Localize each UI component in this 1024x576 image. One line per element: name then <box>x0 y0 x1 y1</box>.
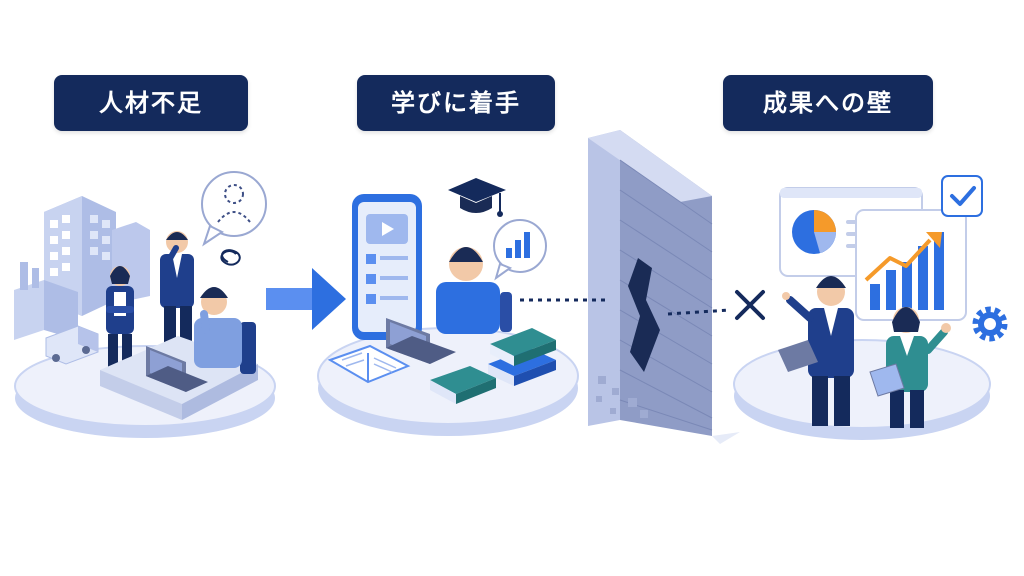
stage-label-shortage: 人材不足 <box>54 75 248 131</box>
person-silhouette-icon <box>217 184 251 223</box>
growth-chart <box>855 209 967 321</box>
panel-results-wall <box>733 175 1008 440</box>
wall-debris <box>596 376 648 418</box>
brick-wall-icon <box>588 130 740 444</box>
bar-chart-icon <box>493 219 547 281</box>
speech-bubble <box>201 171 267 247</box>
person-seated-thinking <box>194 287 256 374</box>
graduation-cap-icon <box>448 178 506 217</box>
dotted-connector-right <box>667 308 731 316</box>
truck-icon <box>45 325 99 365</box>
cross-icon <box>735 290 765 320</box>
person-woman-tablet <box>869 307 951 428</box>
stage-label-start-learning: 学びに着手 <box>357 75 555 131</box>
arrow-right-icon <box>266 268 346 330</box>
stage-label-results-wall: 成果への壁 <box>723 75 933 131</box>
confusion-scribble-icon <box>220 249 241 266</box>
person-man-pointing <box>778 276 854 426</box>
pie-chart-icon <box>792 210 836 254</box>
person-woman-arms-crossed <box>106 266 134 368</box>
checkmark-icon <box>941 175 983 217</box>
open-book-icon <box>327 344 411 384</box>
laptop-icon <box>146 346 208 392</box>
growth-arrow-icon <box>864 232 942 282</box>
person-studying <box>436 247 512 334</box>
gear-icon <box>972 306 1008 342</box>
platform-3 <box>733 339 991 440</box>
factory-icon <box>14 262 78 340</box>
building-icon <box>44 196 150 316</box>
panel-shortage <box>14 171 276 438</box>
book-stack-icon <box>488 328 556 386</box>
person-man-standing <box>160 231 194 354</box>
laptop-icon <box>386 318 456 364</box>
book-icon <box>430 366 496 404</box>
panel-start-learning <box>317 178 579 436</box>
smartphone-video-icon <box>352 194 422 340</box>
